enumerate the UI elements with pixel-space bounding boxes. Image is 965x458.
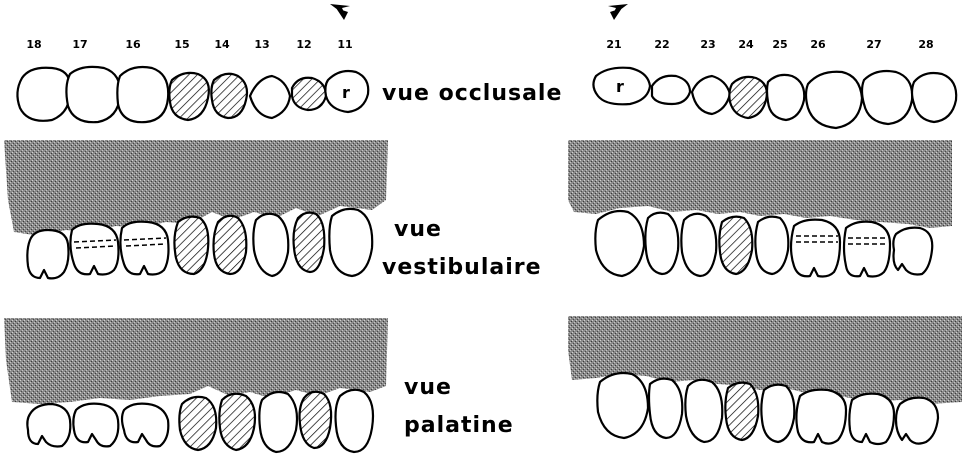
tooth-17-vestibular (70, 224, 118, 275)
tooth-number: 26 (810, 38, 826, 51)
tooth-28-occlusal (912, 73, 956, 122)
tooth-25-palatal (761, 385, 794, 442)
tooth-number: 15 (174, 38, 189, 51)
tooth-24-vestibular (719, 217, 752, 274)
tooth-22-palatal (649, 379, 682, 438)
tooth-26-occlusal (806, 72, 862, 128)
tooth-24-palatal (725, 383, 758, 440)
tooth-number: 18 (26, 38, 41, 51)
vestibular-view-right (4, 140, 388, 278)
restoration-mark: r (616, 77, 624, 96)
occlusal-view-right: r (17, 67, 368, 122)
tooth-12-palatal (300, 392, 332, 448)
tooth-15-occlusal (169, 73, 209, 120)
vestibular-view-label-line1: vue (394, 217, 442, 242)
tooth-24-occlusal (729, 77, 767, 118)
tooth-number: 13 (254, 38, 269, 51)
arrow-icon-21 (608, 4, 628, 20)
tooth-numbers-left: 21 22 23 24 25 26 27 28 (606, 38, 933, 51)
tooth-numbers-right: 18 17 16 15 14 13 12 11 (26, 38, 352, 51)
tooth-number: 14 (214, 38, 230, 51)
palatal-view-left (568, 316, 962, 444)
tooth-23-palatal (685, 380, 722, 442)
tooth-23-vestibular (681, 214, 716, 276)
tooth-17-palatal (73, 404, 118, 447)
vestibular-view-left (568, 140, 952, 277)
vestibular-view-label-line2: vestibulaire (382, 255, 542, 280)
tooth-21-palatal (597, 373, 648, 438)
palatal-view-label-line1: vue (404, 375, 452, 400)
tooth-26-vestibular (791, 220, 840, 277)
tooth-12-vestibular (294, 213, 325, 272)
tooth-22-vestibular (645, 213, 678, 274)
occlusal-view-label: vue occlusale (382, 81, 562, 106)
palatal-view-right (4, 318, 388, 452)
palatal-view-label-line2: palatine (404, 413, 514, 438)
tooth-26-palatal (796, 390, 846, 444)
tooth-16-palatal (122, 404, 168, 447)
tooth-number: 22 (654, 38, 669, 51)
gingiva-palatal-right (4, 318, 388, 404)
tooth-21-vestibular (595, 211, 644, 276)
tooth-number: 27 (866, 38, 881, 51)
tooth-18-palatal (27, 404, 70, 447)
tooth-27-palatal (849, 394, 894, 444)
tooth-14-occlusal (211, 74, 247, 118)
tooth-number: 17 (72, 38, 87, 51)
tooth-13-occlusal (250, 76, 290, 118)
tooth-14-vestibular (214, 216, 247, 274)
arrow-icon-11 (330, 4, 350, 20)
tooth-14-palatal (219, 394, 255, 450)
tooth-number: 21 (606, 38, 621, 51)
tooth-16-vestibular (120, 222, 168, 275)
tooth-number: 23 (700, 38, 715, 51)
tooth-15-palatal (179, 397, 216, 450)
tooth-13-palatal (259, 392, 297, 452)
occlusal-view-left: r (593, 68, 956, 128)
tooth-number: 12 (296, 38, 311, 51)
tooth-17-occlusal (66, 67, 120, 122)
tooth-28-vestibular (893, 228, 932, 275)
tooth-number: 16 (125, 38, 141, 51)
restoration-mark: r (342, 83, 350, 102)
tooth-13-vestibular (253, 214, 288, 276)
tooth-28-palatal (896, 398, 938, 444)
tooth-18-occlusal (17, 68, 70, 121)
tooth-11-vestibular (329, 209, 372, 276)
tooth-number: 28 (918, 38, 933, 51)
tooth-number: 11 (337, 38, 352, 51)
tooth-11-palatal (336, 390, 374, 452)
tooth-22-occlusal (652, 76, 690, 104)
tooth-12-occlusal (292, 78, 326, 110)
tooth-15-vestibular (174, 217, 208, 274)
tooth-number: 25 (772, 38, 787, 51)
tooth-27-occlusal (862, 71, 912, 124)
tooth-27-vestibular (844, 222, 890, 277)
tooth-16-occlusal (117, 67, 168, 122)
tooth-18-vestibular (27, 230, 68, 278)
tooth-25-vestibular (755, 217, 788, 274)
tooth-23-occlusal (692, 76, 730, 114)
tooth-25-occlusal (767, 75, 804, 120)
tooth-number: 24 (738, 38, 754, 51)
